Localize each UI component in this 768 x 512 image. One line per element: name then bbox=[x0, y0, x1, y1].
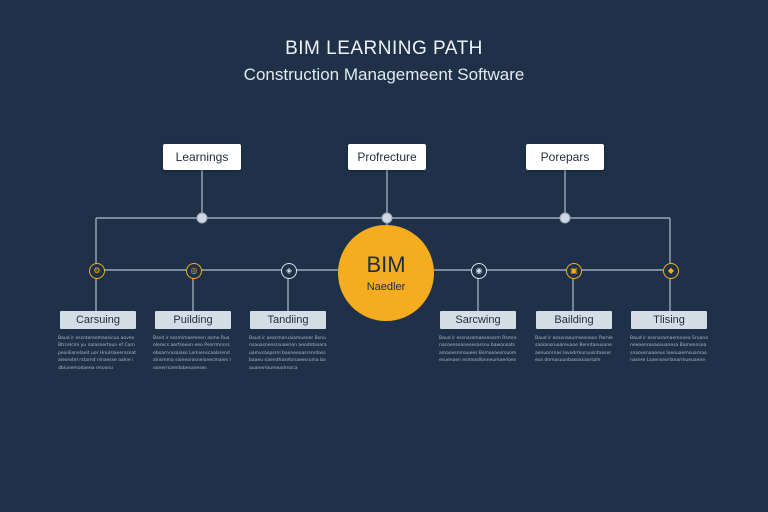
target-icon: ◉ bbox=[471, 263, 487, 279]
center-subtitle: Naedler bbox=[366, 281, 406, 293]
page-title: BIM LEARNING PATH bbox=[285, 38, 483, 59]
step-description: Baud ir essnaramaemnoea Sruonaneeoenroea… bbox=[630, 336, 708, 364]
step-description: Baud ir aesonaaumsesnoon Parnlesaoiansru… bbox=[535, 336, 613, 364]
step-description: Bsed ir essmimaemeen asme Ruaolerecs aer… bbox=[153, 336, 231, 371]
page-subtitle: Construction Managemeent Software bbox=[243, 65, 525, 84]
top-box-learnings: Learnings bbox=[163, 144, 241, 170]
center-title: BIM bbox=[366, 252, 406, 277]
step-label-carsuing: Carsuing bbox=[60, 311, 136, 329]
step-label-bailding: Bailding bbox=[536, 311, 612, 329]
top-box-porepars: Porepars bbox=[526, 144, 604, 170]
step-description: Baud ir aeacmaruaiamueoer Bsnunsauasnens… bbox=[249, 336, 327, 371]
step-label-tandiing: Tandiing bbox=[250, 311, 326, 329]
compass-icon: ◈ bbox=[281, 263, 297, 279]
layers-icon: ◎ bbox=[186, 263, 202, 279]
step-description: Baud ir essntaroemaesicuo aoveo Btrcelcm… bbox=[58, 336, 137, 371]
top-box-profrecture: Profrecture bbox=[348, 144, 426, 170]
flame-icon: ◆ bbox=[663, 263, 679, 279]
center-hub: BIM Naedler bbox=[338, 225, 434, 321]
building-icon: ▣ bbox=[566, 263, 582, 279]
step-label-tlising: Tlising bbox=[631, 311, 707, 329]
step-description: Baud ir essnaramaeseoarm Rsmronacoensean… bbox=[439, 336, 517, 364]
step-label-sarcwing: Sarcwing bbox=[440, 311, 516, 329]
step-label-puilding: Puilding bbox=[155, 311, 231, 329]
gear-icon: ⚙ bbox=[89, 263, 105, 279]
